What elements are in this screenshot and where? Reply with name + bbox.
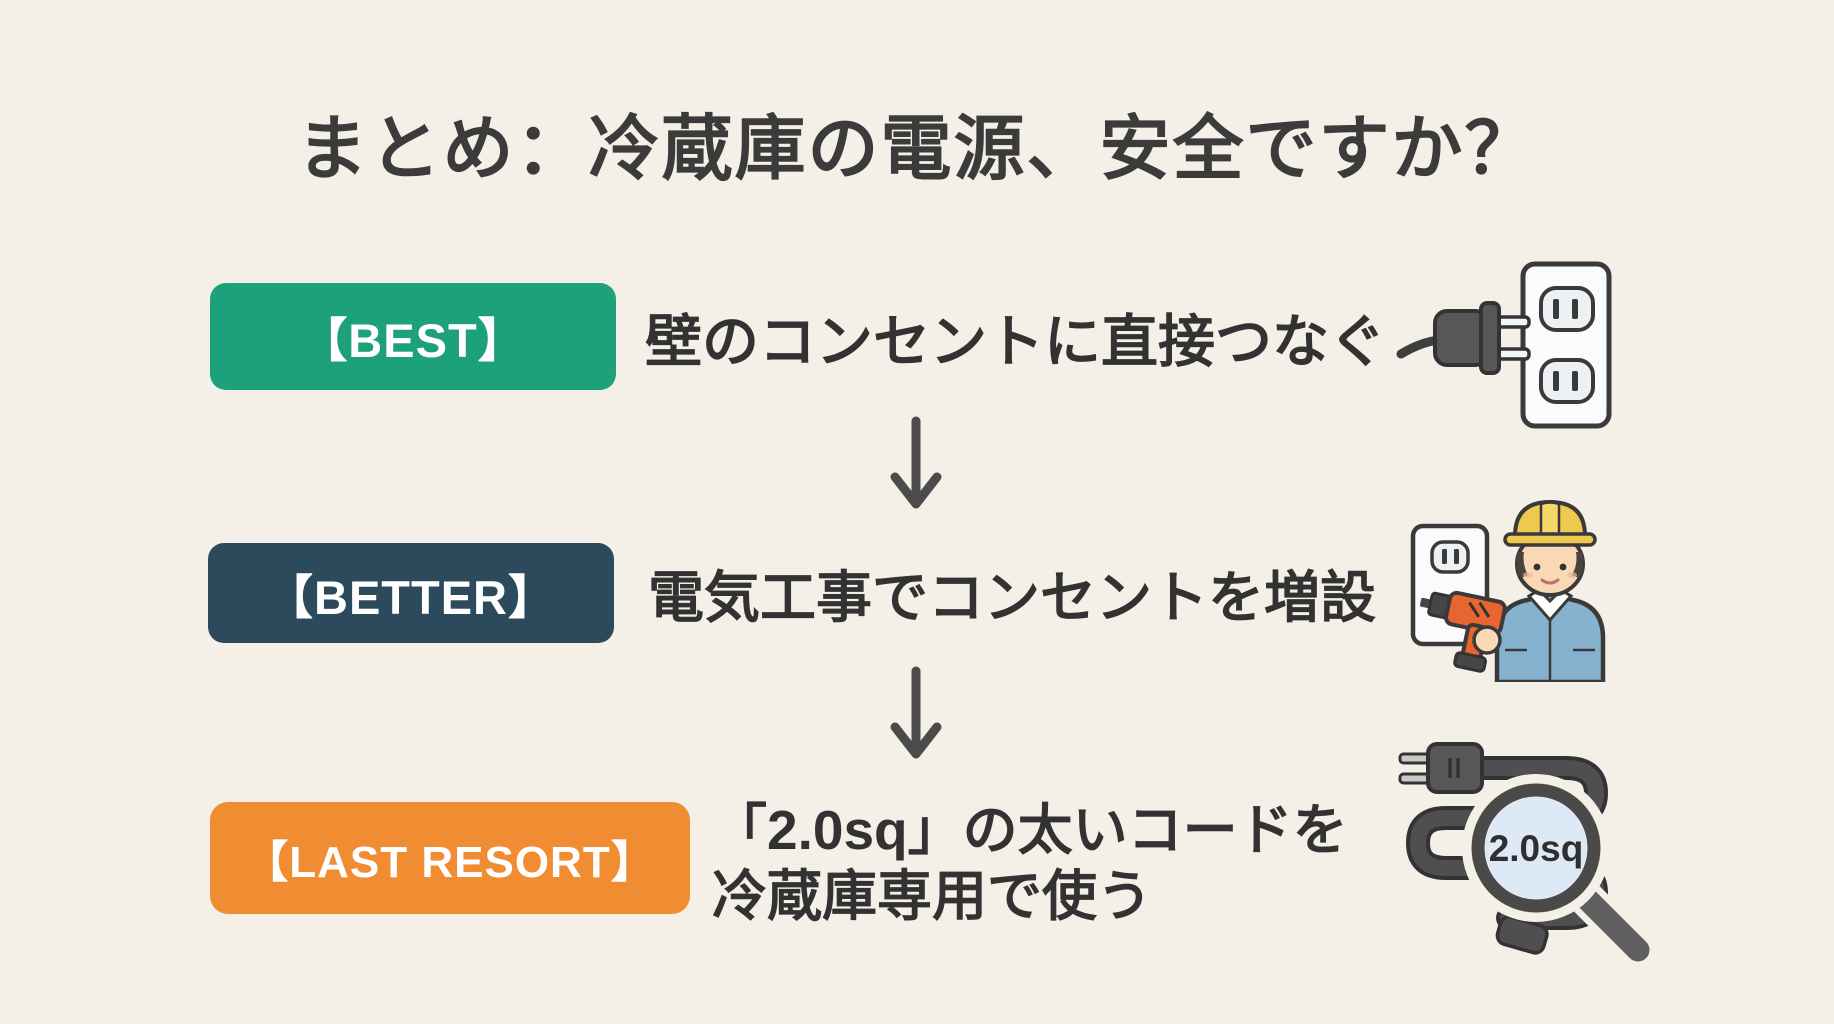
electrician-with-drill-and-outlet-icon [1405,490,1635,682]
better-description: 電気工事でコンセントを増設 [648,565,1376,629]
thick-cord-with-magnifier-icon: 2.0sq [1388,730,1678,975]
page-title: まとめ：冷蔵庫の電源、安全ですか？ [296,110,1538,189]
better-rank-badge: 【BETTER】 [208,543,614,643]
last-resort-description: 「2.0sq」の太いコードを 冷蔵庫専用で使う [712,797,1348,929]
last-resort-description-line2: 冷蔵庫専用で使う [712,865,1153,927]
best-description: 壁のコンセントに直接つなぐ [645,309,1386,374]
down-arrow-icon [890,664,942,762]
last-resort-rank-badge: 【LAST RESORT】 [210,802,690,914]
best-rank-badge: 【BEST】 [210,283,616,390]
down-arrow-icon [890,414,942,512]
plug-and-wall-outlet-icon [1395,250,1645,440]
magnifier-lens-label: 2.0sq [1489,828,1584,869]
last-resort-description-line1: 「2.0sq」の太いコードを [712,799,1348,861]
